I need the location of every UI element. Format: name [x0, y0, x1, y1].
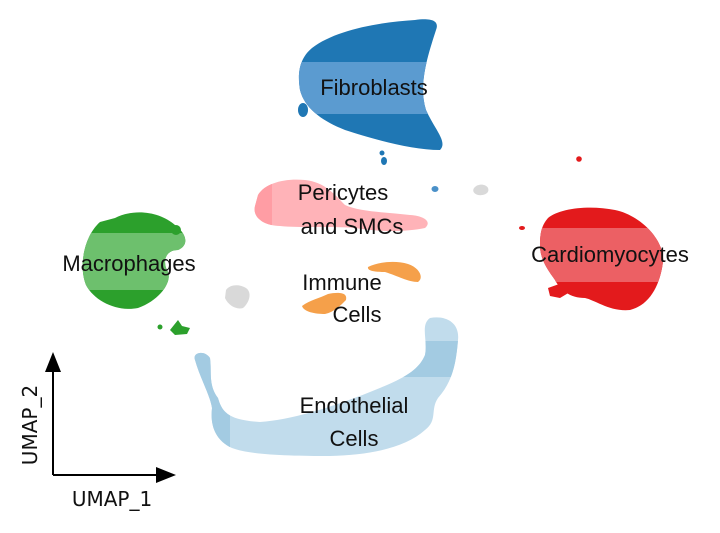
cluster-unlabeled: [225, 184, 489, 309]
cluster-immune-cells: [302, 261, 421, 314]
y-axis-label: UMAP_2: [18, 385, 42, 465]
label-fibroblasts: Fibroblasts: [320, 75, 428, 100]
label-endothelial-line1: Endothelial: [300, 393, 409, 418]
label-pericytes-line1: Pericytes: [298, 180, 388, 205]
label-immune-line1: Immune: [302, 270, 381, 295]
cluster-fibroblasts: [298, 19, 443, 192]
label-endothelial-line2: Cells: [330, 426, 379, 451]
label-pericytes-line2: and SMCs: [301, 214, 404, 239]
label-cardiomyocytes: Cardiomyocytes: [531, 242, 689, 267]
cluster-cardiomyocytes: [519, 156, 664, 311]
x-arrow-icon: [156, 467, 176, 483]
x-axis-label: UMAP_1: [72, 487, 152, 511]
label-macrophages: Macrophages: [62, 251, 195, 276]
label-immune-line2: Cells: [333, 302, 382, 327]
y-arrow-icon: [45, 352, 61, 372]
axis-indicator: [45, 352, 176, 483]
